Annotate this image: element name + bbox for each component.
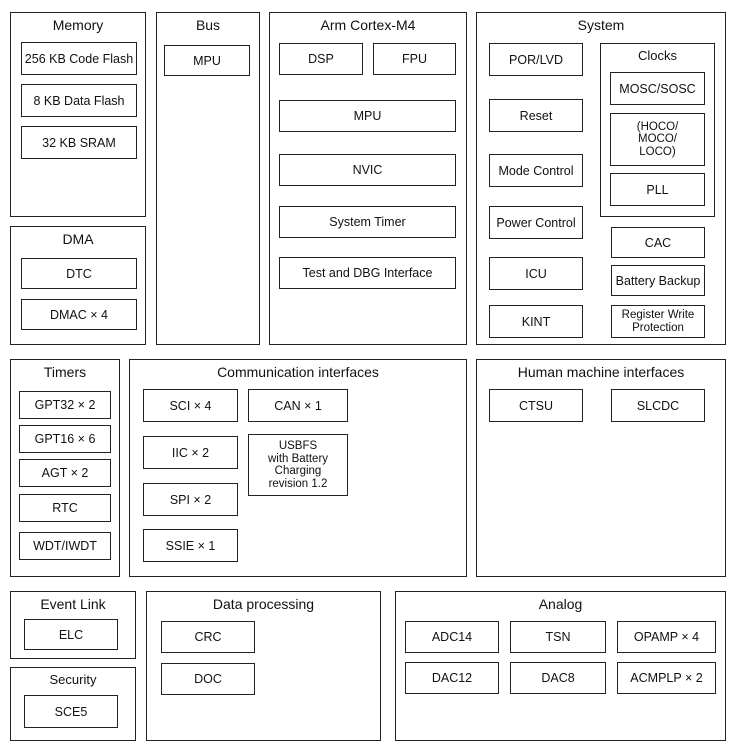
gpt16-block: GPT16 × 6	[19, 425, 111, 453]
battery-backup-block: Battery Backup	[611, 265, 705, 296]
spi-block: SPI × 2	[143, 483, 238, 516]
adc14-block: ADC14	[405, 621, 499, 653]
doc-block: DOC	[161, 663, 255, 695]
ssie-block: SSIE × 1	[143, 529, 238, 562]
can-block: CAN × 1	[248, 389, 348, 422]
event-link-title: Event Link	[40, 596, 106, 612]
usbfs-block: USBFS with Battery Charging revision 1.2	[248, 434, 348, 496]
slcdc-block: SLCDC	[611, 389, 705, 422]
dma-title: DMA	[62, 231, 94, 247]
communication-title: Communication interfaces	[217, 364, 379, 380]
tsn-block: TSN	[510, 621, 606, 653]
sci-block: SCI × 4	[143, 389, 238, 422]
wdt-iwdt-block: WDT/IWDT	[19, 532, 111, 560]
agt-block: AGT × 2	[19, 459, 111, 487]
icu-block: ICU	[489, 257, 583, 290]
mode-control-block: Mode Control	[489, 154, 583, 187]
system-title: System	[577, 17, 625, 33]
hmi-title: Human machine interfaces	[517, 364, 685, 380]
data-flash-block: 8 KB Data Flash	[21, 84, 137, 117]
opamp-block: OPAMP × 4	[617, 621, 716, 653]
security-title: Security	[49, 672, 97, 687]
bus-title: Bus	[195, 17, 221, 33]
cortex-mpu-block: MPU	[279, 100, 456, 132]
mosc-sosc-block: MOSC/SOSC	[610, 72, 705, 105]
dac8-block: DAC8	[510, 662, 606, 694]
iic-block: IIC × 2	[143, 436, 238, 469]
gpt32-block: GPT32 × 2	[19, 391, 111, 419]
dac12-block: DAC12	[405, 662, 499, 694]
dmac-block: DMAC × 4	[21, 299, 137, 330]
ctsu-block: CTSU	[489, 389, 583, 422]
power-control-block: Power Control	[489, 206, 583, 239]
elc-block: ELC	[24, 619, 118, 650]
reset-block: Reset	[489, 99, 583, 132]
kint-block: KINT	[489, 305, 583, 338]
fpu-block: FPU	[373, 43, 456, 75]
cac-block: CAC	[611, 227, 705, 258]
bus-mpu-block: MPU	[164, 45, 250, 76]
code-flash-block: 256 KB Code Flash	[21, 42, 137, 75]
clocks-title: Clocks	[637, 48, 677, 63]
analog-title: Analog	[538, 596, 583, 612]
acmplp-block: ACMPLP × 2	[617, 662, 716, 694]
por-lvd-block: POR/LVD	[489, 43, 583, 76]
sce5-block: SCE5	[24, 695, 118, 728]
nvic-block: NVIC	[279, 154, 456, 186]
pll-block: PLL	[610, 173, 705, 206]
system-timer-block: System Timer	[279, 206, 456, 238]
cortex-title: Arm Cortex-M4	[320, 17, 416, 33]
memory-title: Memory	[52, 17, 104, 33]
timers-title: Timers	[43, 364, 87, 380]
data-processing-title: Data processing	[212, 596, 315, 612]
rtc-block: RTC	[19, 494, 111, 522]
dtc-block: DTC	[21, 258, 137, 289]
debug-interface-block: Test and DBG Interface	[279, 257, 456, 289]
sram-block: 32 KB SRAM	[21, 126, 137, 159]
dsp-block: DSP	[279, 43, 363, 75]
hoco-moco-loco-block: (HOCO/ MOCO/ LOCO)	[610, 113, 705, 166]
register-write-protection-block: Register Write Protection	[611, 305, 705, 338]
crc-block: CRC	[161, 621, 255, 653]
